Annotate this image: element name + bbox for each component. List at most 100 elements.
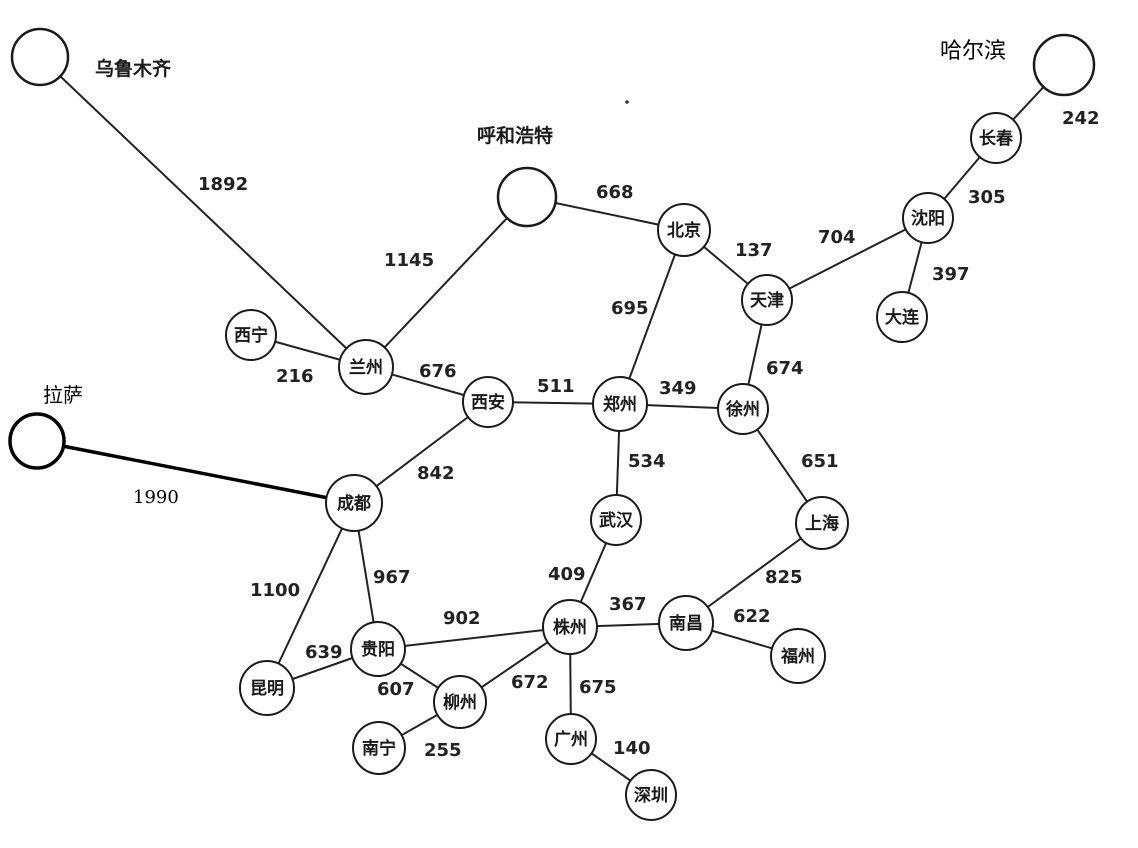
edge-beijing-zhengzhou	[619, 229, 685, 405]
node-circle-kunming	[239, 660, 295, 716]
edge-weight-changchun-harbin: 242	[1062, 108, 1100, 129]
edge-weight-chengdu-guiyang: 967	[373, 567, 411, 588]
edge-weight-zhuzhou-nanchang: 367	[609, 594, 647, 615]
node-label-urumqi: 乌鲁木齐	[95, 57, 172, 80]
node-label-hohhot: 呼和浩特	[477, 124, 553, 147]
node-label-shenzhen: 深圳	[634, 785, 668, 806]
node-circle-zhengzhou	[592, 376, 648, 432]
edge-weight-tianjin-shenyang: 704	[818, 227, 856, 248]
node-chengdu: 成都	[325, 474, 383, 532]
node-circle-nanchang	[658, 595, 714, 651]
node-label-xuzhou: 徐州	[725, 399, 760, 420]
node-circle-xining	[225, 309, 277, 361]
node-urumqi	[10, 27, 70, 87]
node-label-kunming: 昆明	[250, 679, 284, 699]
edge-weight-tianjin-xuzhou: 674	[766, 358, 804, 379]
node-xuzhou: 徐州	[717, 383, 769, 435]
edge-chengdu-kunming	[266, 502, 355, 689]
node-guiyang: 贵阳	[350, 621, 406, 677]
node-label-xian: 西安	[471, 392, 505, 413]
edge-weight-wuhan-zhuzhou: 409	[548, 564, 586, 585]
node-label-nanchang: 南昌	[669, 613, 703, 634]
node-label-beijing: 北京	[667, 220, 701, 241]
node-tianjin: 天津	[741, 274, 793, 326]
edge-guiyang-zhuzhou	[377, 626, 571, 650]
node-label-chengdu: 成都	[337, 493, 371, 514]
node-circle-dalian	[876, 291, 928, 343]
edge-lanzhou-hohhot	[365, 196, 528, 368]
edge-weight-chengdu-kunming: 1100	[250, 580, 300, 601]
node-circle-tianjin	[741, 274, 793, 326]
node-wuhan: 武汉	[590, 494, 642, 546]
node-label-wuhan: 武汉	[599, 510, 634, 531]
edge-weight-zhengzhou-wuhan: 534	[628, 451, 666, 472]
node-label-guangzhou: 广州	[554, 729, 588, 750]
node-label-nanning: 南宁	[362, 738, 396, 759]
edge-weight-zhengzhou-xuzhou: 349	[659, 378, 697, 399]
node-circle-hohhot	[496, 166, 558, 228]
node-circle-zhuzhou	[542, 599, 598, 655]
node-changchun: 长春	[970, 112, 1022, 164]
node-shanghai: 上海	[795, 496, 849, 550]
node-circle-shenyang	[902, 192, 954, 244]
edge-weight-xian-zhengzhou: 511	[537, 376, 575, 397]
edge-weight-guangzhou-shenzhen: 140	[613, 738, 651, 759]
node-kunming: 昆明	[239, 660, 295, 716]
node-label-lasa: 拉萨	[43, 383, 83, 407]
edge-weight-xuzhou-shanghai: 651	[801, 451, 839, 472]
edge-weight-xian-chengdu: 842	[417, 463, 455, 484]
node-label-liuzhou: 柳州	[443, 692, 477, 713]
edge-weight-hohhot-beijing: 668	[596, 182, 634, 203]
node-circle-shenzhen	[625, 769, 677, 821]
edge-tianjin-shenyang	[766, 217, 929, 301]
node-xining: 西宁	[225, 309, 277, 361]
node-circle-xuzhou	[717, 383, 769, 435]
edge-weight-lasa-chengdu: 1990	[133, 487, 179, 508]
node-label-lanzhou: 兰州	[349, 357, 383, 378]
node-shenzhen: 深圳	[625, 769, 677, 821]
stray-dot	[625, 100, 629, 104]
edge-weight-nanchang-fuzhou: 622	[733, 606, 771, 627]
node-circle-nanning	[352, 721, 406, 775]
node-label-fuzhou: 福州	[780, 646, 815, 667]
node-circle-fuzhou	[770, 628, 826, 684]
edge-weight-guiyang-zhuzhou: 902	[443, 608, 481, 629]
edge-weight-liuzhou-zhuzhou: 672	[511, 672, 549, 693]
node-zhuzhou: 株州	[542, 599, 598, 655]
edge-weight-xining-lanzhou: 216	[276, 366, 314, 387]
node-fuzhou: 福州	[770, 628, 826, 684]
node-circle-urumqi	[10, 27, 70, 87]
node-label-zhengzhou: 郑州	[603, 394, 637, 415]
node-shenyang: 沈阳	[902, 192, 954, 244]
node-beijing: 北京	[657, 203, 711, 257]
node-zhengzhou: 郑州	[592, 376, 648, 432]
node-label-tianjin: 天津	[750, 290, 784, 311]
edge-urumqi-lanzhou	[39, 56, 367, 368]
edge-weight-liuzhou-nanning: 255	[424, 740, 462, 761]
node-circle-guiyang	[350, 621, 406, 677]
edge-weight-lanzhou-hohhot: 1145	[384, 250, 434, 271]
node-circle-shanghai	[795, 496, 849, 550]
edge-weight-urumqi-lanzhou: 1892	[198, 174, 248, 195]
node-hohhot	[496, 166, 558, 228]
node-label-shenyang: 沈阳	[911, 208, 945, 229]
node-circle-liuzhou	[433, 675, 487, 729]
node-label-dalian: 大连	[885, 307, 920, 328]
node-circle-wuhan	[590, 494, 642, 546]
edge-shanghai-nanchang	[685, 522, 823, 624]
node-harbin	[1032, 33, 1096, 97]
node-nanchang: 南昌	[658, 595, 714, 651]
node-circle-chengdu	[325, 474, 383, 532]
node-circle-lanzhou	[338, 339, 394, 395]
node-lasa	[8, 412, 66, 470]
node-dalian: 大连	[876, 291, 928, 343]
node-circle-harbin	[1032, 33, 1096, 97]
node-circle-changchun	[970, 112, 1022, 164]
node-liuzhou: 柳州	[433, 675, 487, 729]
edge-weight-zhuzhou-guangzhou: 675	[579, 677, 617, 698]
node-circle-lasa	[8, 412, 66, 470]
node-label-harbin: 哈尔滨	[940, 39, 1006, 64]
